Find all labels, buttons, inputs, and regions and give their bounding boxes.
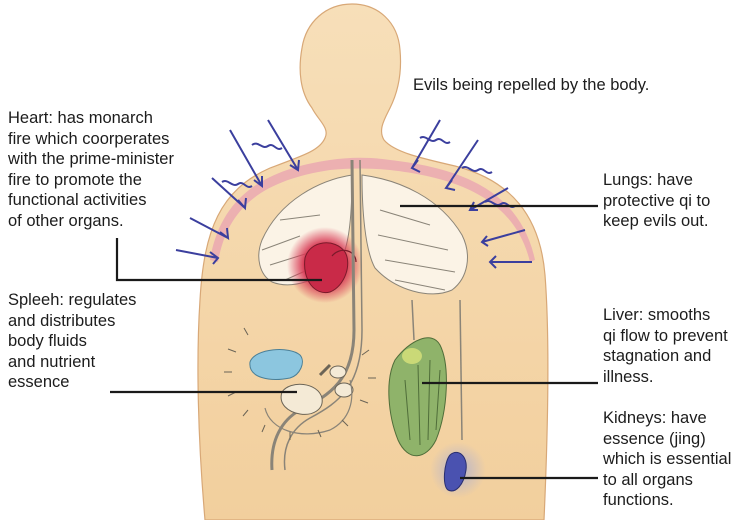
- spleen-label: Spleeh: regulates and distributes body f…: [8, 290, 136, 393]
- kidneys-label: Kidneys: have essence (jing) which is es…: [603, 408, 731, 511]
- lungs-label: Lungs: have protective qi to keep evils …: [603, 170, 710, 232]
- liver-label: Liver: smooths qi flow to prevent stagna…: [603, 305, 728, 387]
- evils-label: Evils being repelled by the body.: [413, 75, 649, 96]
- heart-label: Heart: has monarch fire which coorperate…: [8, 108, 174, 231]
